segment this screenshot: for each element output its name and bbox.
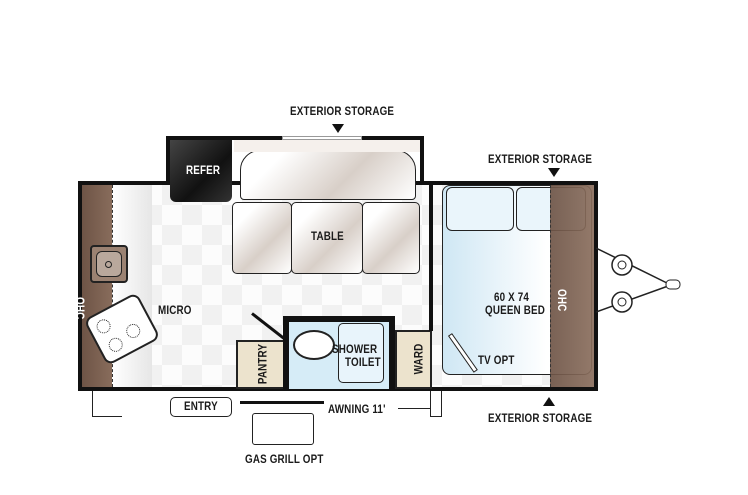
pantry-label: PANTRY (255, 343, 270, 385)
exterior-storage-top-label: EXTERIOR STORAGE (290, 104, 395, 118)
bed-type-label: QUEEN BED (485, 303, 545, 317)
wardrobe (395, 330, 432, 389)
exterior-storage-bottom-label: EXTERIOR STORAGE (488, 411, 593, 425)
dinette-seat-right (362, 202, 420, 274)
entry-label: ENTRY (184, 399, 218, 413)
micro-label: MICRO (158, 303, 192, 317)
tv-label: TV OPT (478, 353, 515, 367)
slideout-window (282, 136, 362, 140)
awning-line (398, 408, 430, 409)
stabilizer-left (92, 391, 122, 417)
overhead-cabinet-right (550, 185, 594, 387)
ohc-right-label: OHC (555, 289, 569, 312)
exterior-storage-right-label: EXTERIOR STORAGE (488, 152, 593, 166)
gas-grill-label: GAS GRILL OPT (245, 452, 324, 466)
bedroom-wall (429, 181, 433, 331)
stabilizer-right (430, 391, 442, 417)
toilet-label: TOILET (345, 355, 381, 369)
dashed-line (112, 185, 113, 387)
dinette-seat-left (232, 202, 292, 274)
shower-label: SHOWER (332, 342, 378, 356)
entry-door (170, 397, 232, 417)
arrow-up-icon (543, 397, 555, 406)
ohc-left-label: OHC (73, 297, 87, 320)
refrigerator (170, 140, 232, 202)
table (291, 202, 363, 274)
gas-grill-icon (252, 413, 314, 445)
sofa (240, 150, 416, 200)
dashed-line-right (550, 185, 551, 387)
sink-icon (90, 245, 128, 283)
bed-size-label: 60 X 74 (494, 290, 530, 304)
arrow-down-icon (548, 168, 560, 177)
awning-label: AWNING 11' (328, 402, 386, 416)
refer-label: REFER (186, 163, 221, 177)
table-label: TABLE (311, 229, 344, 243)
shower-pan (338, 323, 384, 383)
hitch-icon (596, 247, 681, 313)
toilet-icon (293, 330, 335, 360)
sofa-back (234, 140, 420, 152)
pillow-left (446, 187, 514, 231)
arrow-down-icon (332, 124, 344, 133)
ward-label: WARD (411, 343, 426, 375)
awning-bar (240, 401, 324, 404)
